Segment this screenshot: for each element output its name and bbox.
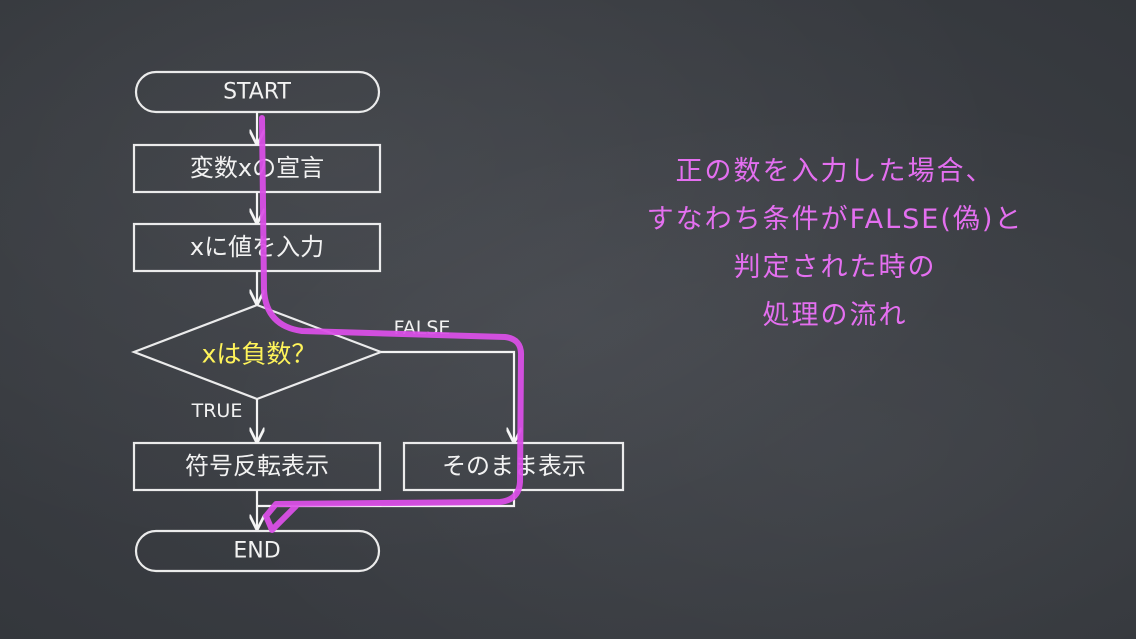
explanation-note: 正の数を入力した場合、 すなわち条件がFALSE(偽)と 判定された時の 処理の… (600, 148, 1070, 340)
start-terminal: START (134, 70, 381, 114)
arrow-false-branch (381, 350, 514, 440)
true-process-box: 符号反転表示 (132, 441, 382, 492)
false-process-label: そのまま表示 (442, 452, 586, 480)
false-flow-highlight-path (259, 115, 525, 533)
condition-decision: xは負数？ (130, 303, 385, 401)
start-label: START (223, 80, 291, 105)
false-process-box: そのまま表示 (402, 441, 625, 492)
note-line-3: 判定された時の (733, 252, 937, 283)
end-terminal: END (134, 529, 381, 573)
declare-process-box: 変数xの宣言 (132, 143, 382, 194)
declare-label: 変数xの宣言 (190, 154, 324, 182)
end-label: END (233, 539, 280, 564)
true-process-label: 符号反転表示 (185, 452, 329, 480)
input-process-box: xに値を入力 (132, 222, 382, 273)
input-label: xに値を入力 (190, 233, 324, 261)
note-line-4: 処理の流れ (762, 300, 908, 331)
note-line-1: 正の数を入力した場合、 (675, 156, 995, 187)
condition-label: xは負数？ (202, 340, 317, 369)
note-line-2: すなわち条件がFALSE(偽)と (646, 204, 1024, 235)
true-branch-label: TRUE (191, 400, 243, 422)
